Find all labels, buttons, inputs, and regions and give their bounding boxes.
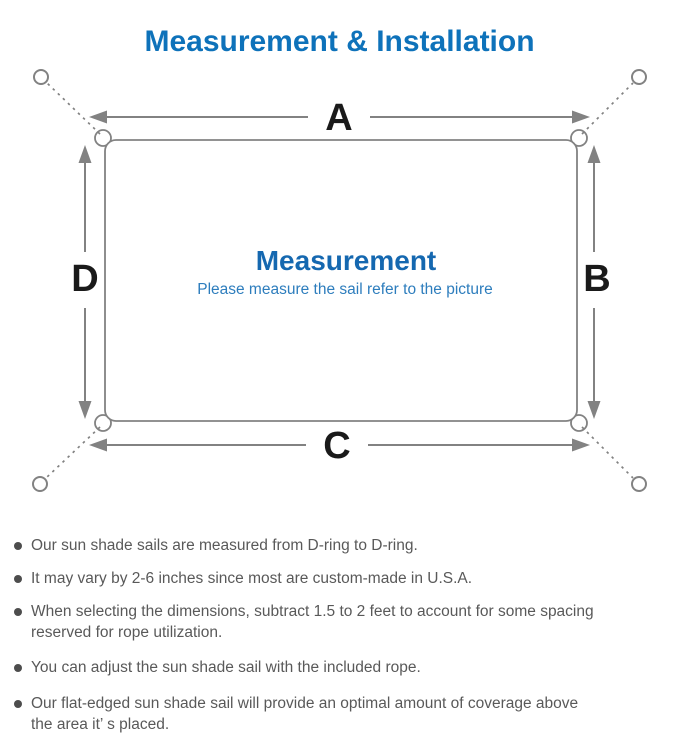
arrowhead-left-icon <box>89 110 107 124</box>
arrowhead-right-icon <box>572 438 590 452</box>
note-text: Our flat-edged sun shade sail will provi… <box>31 695 579 733</box>
rope-line-top-right <box>581 82 634 135</box>
height-arrow-b <box>587 145 601 419</box>
anchor-ring-icon-top-right <box>631 69 647 85</box>
sail-outline <box>104 139 578 422</box>
note-text: You can adjust the sun shade sail with t… <box>31 659 421 676</box>
anchor-ring-icon-bottom-right <box>631 476 647 492</box>
width-arrow-a <box>89 110 590 124</box>
side-label-a: A <box>325 97 352 139</box>
rope-line-top-left <box>46 82 101 135</box>
list-item: When selecting the dimensions, subtract … <box>14 601 675 643</box>
list-item: You can adjust the sun shade sail with t… <box>14 657 675 678</box>
list-item: Our flat-edged sun shade sail will provi… <box>14 693 675 735</box>
bullet-icon <box>14 541 22 550</box>
width-arrow-c <box>89 438 590 452</box>
note-text: When selecting the dimensions, subtract … <box>31 603 594 641</box>
rope-line-bottom-right <box>581 426 634 479</box>
arrowhead-down-icon <box>78 401 92 419</box>
height-arrow-d <box>78 145 92 419</box>
list-item: Our sun shade sails are measured from D-… <box>14 535 675 556</box>
diagram-subheading: Please measure the sail refer to the pic… <box>197 281 493 298</box>
arrowhead-left-icon <box>89 438 107 452</box>
notes-list: Our sun shade sails are measured from D-… <box>14 535 675 747</box>
bullet-icon <box>14 607 22 616</box>
page-title: Measurement & Installation <box>144 25 535 59</box>
arrowhead-down-icon <box>587 401 601 419</box>
arrowhead-right-icon <box>572 110 590 124</box>
list-item: It may vary by 2-6 inches since most are… <box>14 568 675 589</box>
note-text: Our sun shade sails are measured from D-… <box>31 537 418 554</box>
note-text: It may vary by 2-6 inches since most are… <box>31 570 473 587</box>
side-label-c: C <box>323 425 350 467</box>
anchor-ring-icon-bottom-left <box>32 476 48 492</box>
arrowhead-up-icon <box>78 145 92 163</box>
bullet-icon <box>14 663 22 672</box>
side-label-b: B <box>583 258 610 300</box>
anchor-ring-icon-top-left <box>33 69 49 85</box>
bullet-icon <box>14 574 22 583</box>
bullet-icon <box>14 699 22 708</box>
rope-line-bottom-left <box>45 426 101 479</box>
diagram-heading: Measurement <box>256 245 437 276</box>
arrowhead-up-icon <box>587 145 601 163</box>
side-label-d: D <box>71 258 98 300</box>
